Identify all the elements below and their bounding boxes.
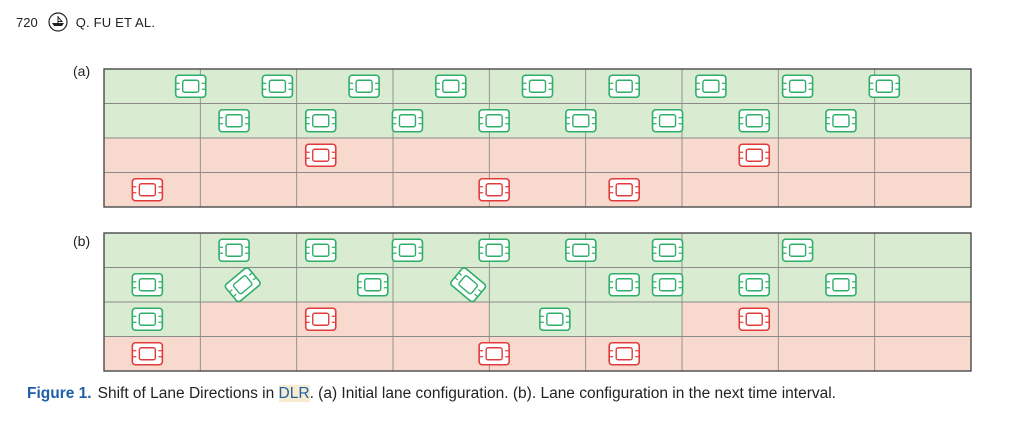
green-car-icon [261, 74, 294, 99]
lane-segment [489, 302, 586, 337]
red-car-icon [478, 177, 510, 202]
panel-label-b: (b) [73, 233, 91, 249]
red-car-icon [304, 143, 337, 168]
caption-citation-link[interactable]: DLR [278, 385, 310, 402]
green-car-icon [131, 307, 164, 332]
lane-panel-a [103, 68, 972, 208]
running-head-authors: Q. FU ET AL. [75, 14, 156, 30]
red-car-icon [478, 341, 510, 366]
page-number: 720 [16, 14, 38, 30]
lane-segment [874, 302, 971, 337]
green-car-icon [608, 74, 641, 99]
green-car-icon [825, 108, 857, 133]
lane-red [104, 336, 971, 371]
green-car-icon [781, 238, 814, 263]
panel-label-a: (a) [73, 63, 91, 79]
lane-red [104, 138, 971, 173]
lane-figure [103, 68, 972, 372]
green-car-icon [224, 267, 261, 303]
lane-segment [393, 302, 490, 337]
green-car-icon [781, 74, 814, 99]
green-car-icon [434, 74, 467, 99]
caption-text-after: . (a) Initial lane configuration. (b). L… [309, 385, 836, 402]
green-car-icon [218, 238, 250, 263]
green-car-icon [478, 238, 510, 263]
green-car-icon [174, 74, 207, 99]
green-car-icon [450, 267, 487, 303]
lane-red [104, 172, 971, 207]
green-car-icon [868, 74, 901, 99]
green-car-icon [478, 108, 510, 133]
road-border [103, 68, 972, 208]
road-border [103, 232, 972, 372]
red-car-icon [738, 307, 771, 332]
lane-segment [778, 302, 875, 337]
green-car-icon [651, 108, 684, 133]
lane-panel-b [103, 232, 972, 372]
publisher-boat-icon [48, 12, 68, 32]
red-car-icon [304, 307, 337, 332]
green-car-icon [304, 108, 337, 133]
green-car-icon [131, 272, 164, 297]
lane-segment [200, 302, 297, 337]
page-header: 720 Q. FU ET AL. [16, 10, 155, 34]
green-car-icon [825, 272, 857, 297]
green-car-icon [304, 238, 337, 263]
figure-label: Figure 1. [27, 385, 92, 402]
green-car-icon [738, 108, 771, 133]
red-car-icon [131, 177, 164, 202]
green-car-icon [391, 238, 424, 263]
green-car-icon [651, 272, 684, 297]
red-car-icon [131, 341, 164, 366]
green-car-icon [608, 272, 641, 297]
green-car-icon [218, 108, 250, 133]
red-car-icon [608, 341, 641, 366]
red-car-icon [608, 177, 641, 202]
green-car-icon [651, 238, 684, 263]
green-car-icon [348, 74, 380, 99]
green-car-icon [565, 108, 597, 133]
green-car-icon [539, 307, 571, 332]
figure-caption: Figure 1. Shift of Lane Directions in DLR… [27, 385, 1017, 403]
green-car-icon [356, 272, 389, 297]
caption-text-before: Shift of Lane Directions in [97, 385, 279, 402]
green-car-icon [565, 238, 597, 263]
red-car-icon [738, 143, 771, 168]
green-car-icon [391, 108, 424, 133]
green-car-icon [738, 272, 771, 297]
green-car-icon [521, 74, 554, 99]
lane-segment [585, 302, 682, 337]
green-car-icon [695, 74, 727, 99]
